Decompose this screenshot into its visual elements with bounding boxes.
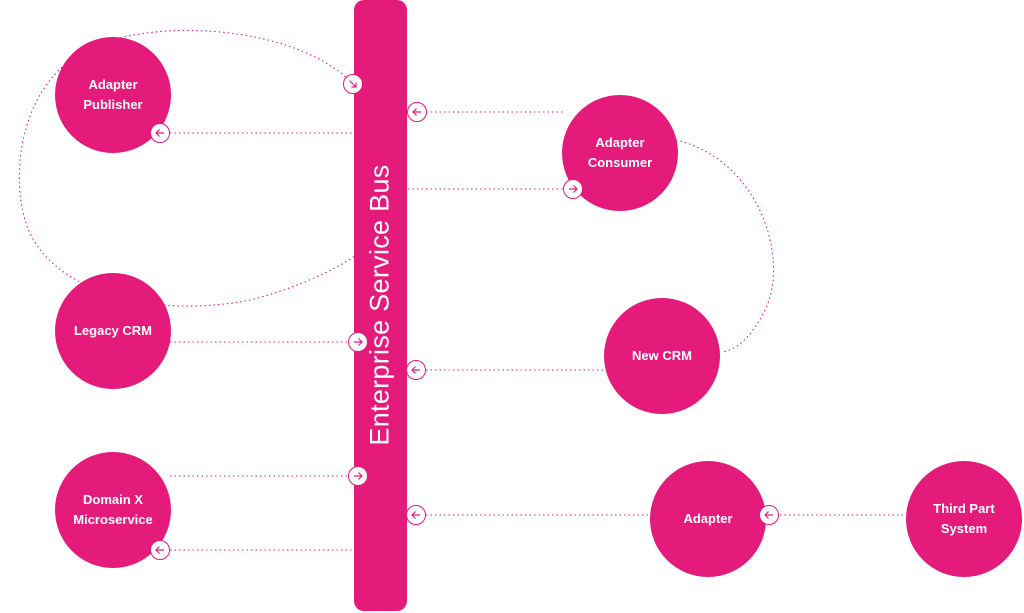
arrow-right-icon [348, 332, 368, 352]
arrow-right-icon [348, 466, 368, 486]
adapter-consumer-label: Adapter Consumer [587, 135, 653, 170]
legacy-crm-label: Legacy CRM [73, 323, 153, 338]
bus-label: Enterprise Service Bus [364, 164, 395, 446]
arrow-left-icon [150, 540, 170, 560]
third-part-system-node: Third Part System [906, 461, 1022, 577]
new-crm-label: New CRM [632, 348, 692, 363]
adapter-publisher-label: Adapter Publisher [83, 77, 143, 112]
arrow-left-icon [407, 102, 427, 122]
arrow-left-icon [759, 505, 779, 525]
arrow-right-icon [563, 179, 583, 199]
arrow-left-icon [406, 505, 426, 525]
adapter-node: Adapter [650, 461, 766, 577]
enterprise-service-bus [354, 0, 407, 611]
new-crm-node: New CRM [604, 298, 720, 414]
arrow-left-icon [406, 360, 426, 380]
arrow-left-icon [150, 123, 170, 143]
publisher-loop-line [18, 29, 357, 307]
legacy-crm-node: Legacy CRM [55, 273, 171, 389]
adapter-label: Adapter [683, 511, 733, 526]
domain-x-microservice-label: Domain X Microservice [73, 492, 153, 527]
arrow-down-right-icon [343, 74, 363, 94]
third-part-system-label: Third Part System [933, 501, 995, 536]
